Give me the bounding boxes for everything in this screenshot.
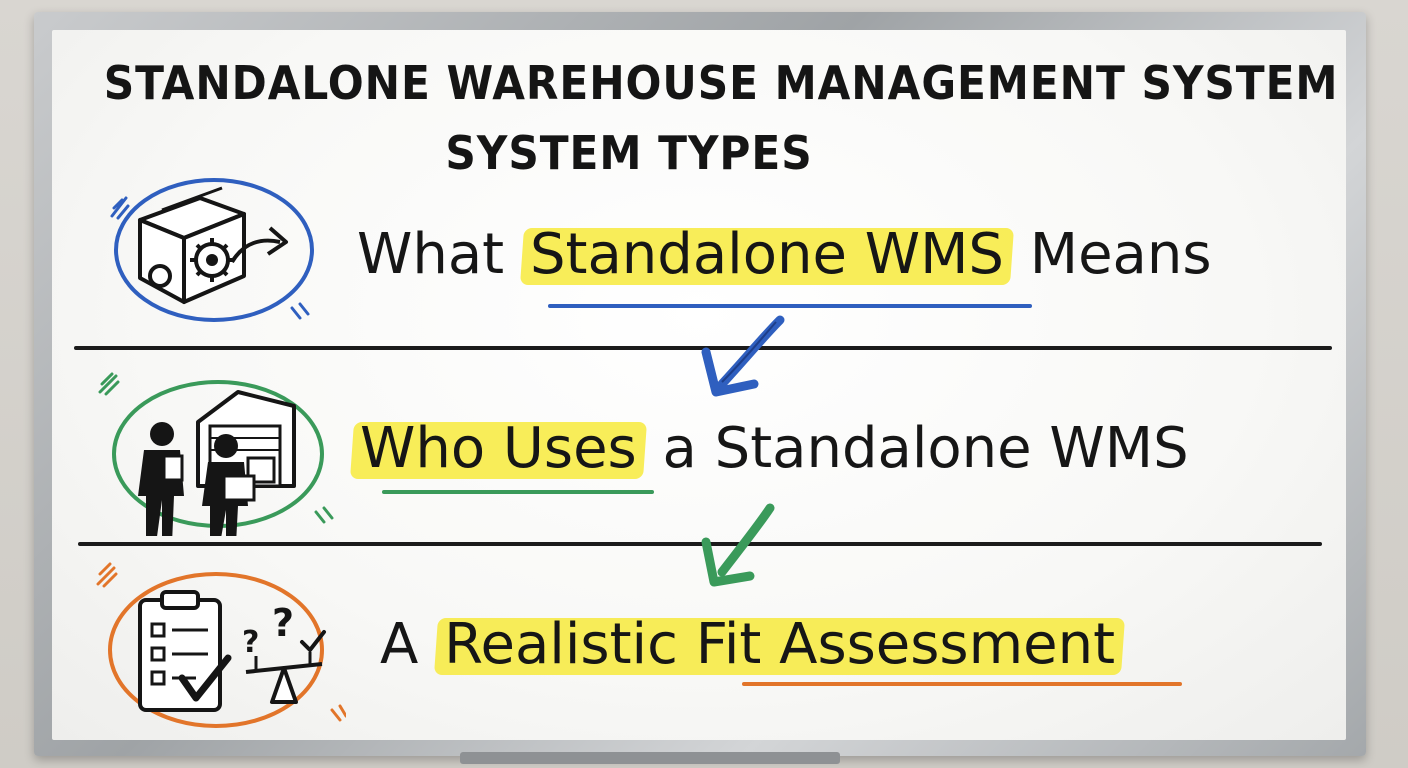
section-1-underline <box>548 304 1032 308</box>
section-1-highlight-text: Standalone WMS <box>529 222 1004 287</box>
workers-warehouse-icon <box>98 366 338 544</box>
section-1-lead: What <box>357 222 505 287</box>
section-3-heading: A Realistic Fit Assessment <box>380 610 1126 679</box>
green-down-arrow-icon <box>692 502 802 596</box>
section-3-lead: A <box>380 612 419 677</box>
svg-text:?: ? <box>242 625 259 660</box>
whiteboard: STANDALONE WAREHOUSE MANAGEMENT SYSTEM T… <box>52 30 1346 740</box>
blue-down-arrow-icon <box>692 312 802 406</box>
section-2-highlight-text: Who Uses <box>360 416 637 481</box>
section-3-highlight-text: Realistic Fit Assessment <box>444 612 1116 677</box>
svg-text:?: ? <box>272 601 294 645</box>
checklist-scale-icon: ? ? <box>96 560 348 740</box>
board-title: STANDALONE WAREHOUSE MANAGEMENT SYSTEM T… <box>103 56 1346 110</box>
section-1-heading: What Standalone WMS Means <box>357 222 1212 287</box>
divider-1 <box>74 346 1332 350</box>
section-2-underline <box>382 490 654 494</box>
section-2-highlight: Who Uses <box>350 414 647 483</box>
section-2-trail: a Standalone WMS <box>662 416 1189 481</box>
section-1-highlight: Standalone WMS <box>519 220 1014 289</box>
section-3-highlight: Realistic Fit Assessment <box>434 610 1126 679</box>
board-subtitle: SYSTEM TYPES <box>445 126 813 180</box>
marker-tray <box>460 752 840 764</box>
section-3-underline <box>742 682 1182 686</box>
divider-2 <box>78 542 1322 546</box>
section-1-trail: Means <box>1029 222 1212 287</box>
box-gear-icon <box>104 158 324 332</box>
section-2-heading: Who Uses a Standalone WMS <box>350 414 1189 483</box>
